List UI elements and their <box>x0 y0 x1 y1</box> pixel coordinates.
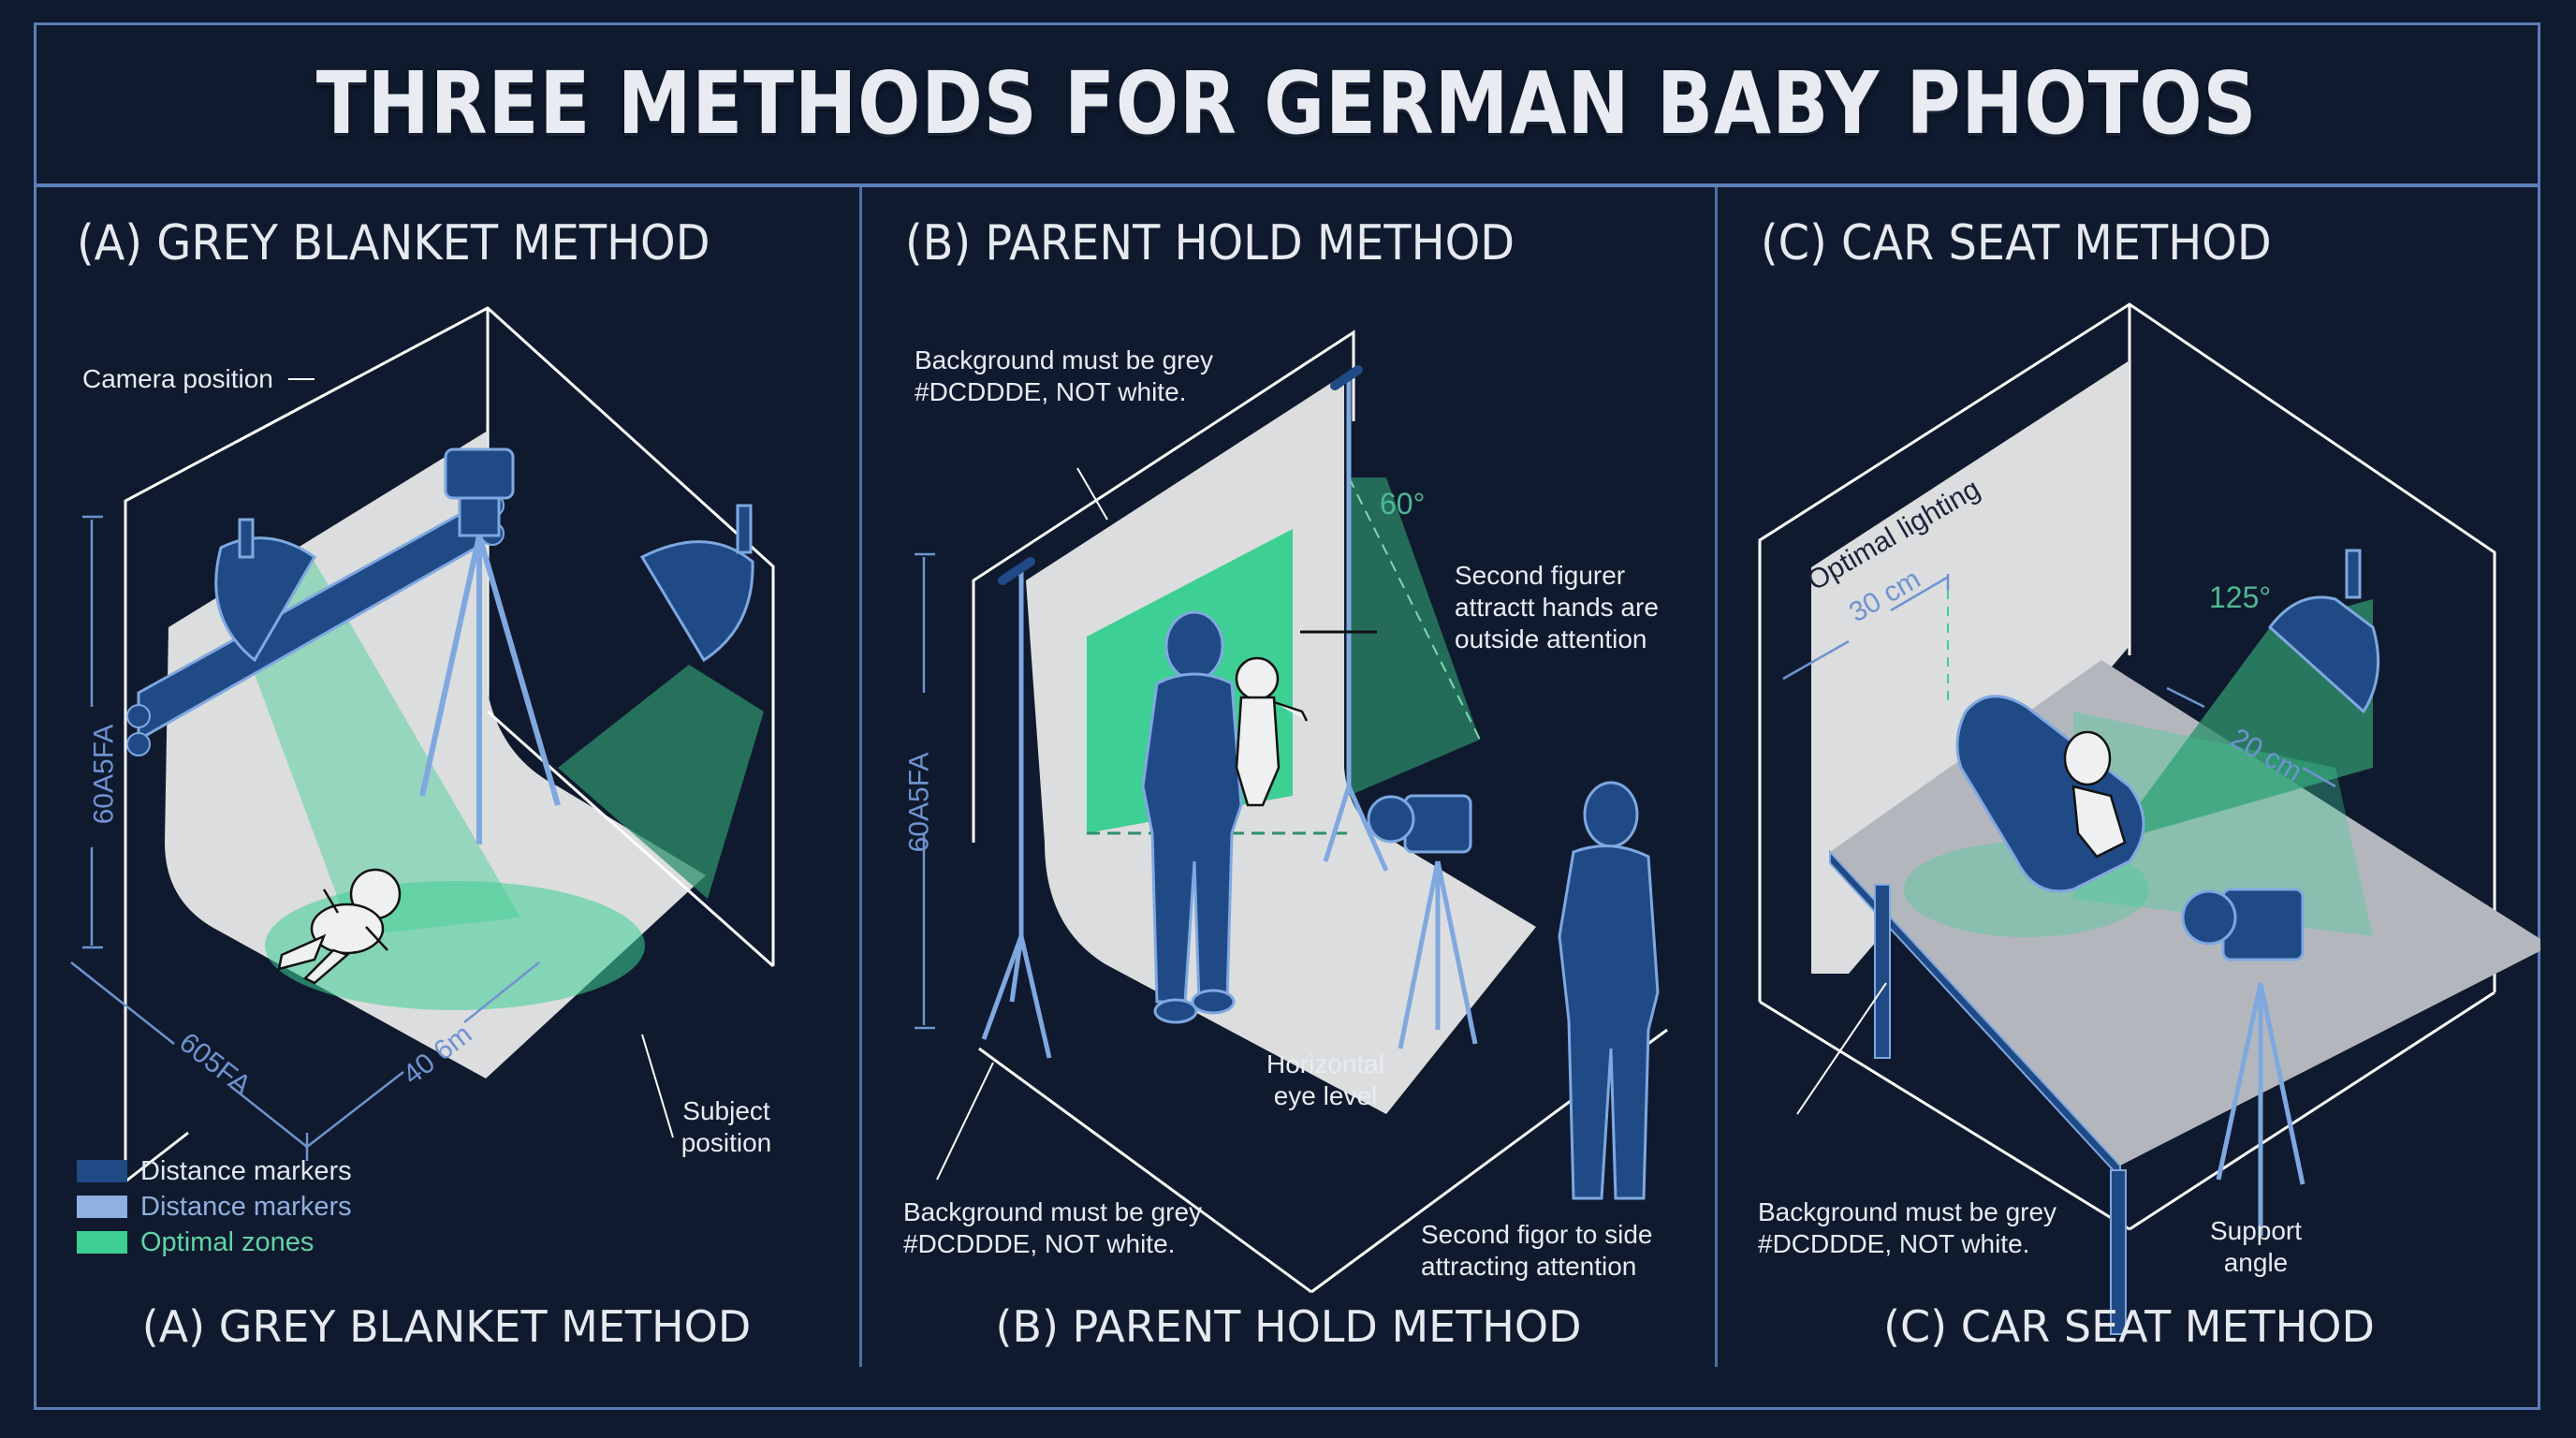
tripod-icon <box>2216 982 2305 1236</box>
second-figure-side-label: Second figor to side attracting attentio… <box>1421 1220 1653 1281</box>
angle-label: 60° <box>1380 487 1426 521</box>
main-title: THREE METHODS FOR GERMAN BABY PHOTOS <box>316 52 2258 154</box>
legend-item: Distance markers <box>77 1189 352 1225</box>
camera-position-label: Camera position <box>82 364 273 393</box>
legend-label: Distance markers <box>140 1155 352 1186</box>
backdrop-stand-right <box>1323 379 1389 873</box>
grey-blanket-illustration <box>70 306 775 1183</box>
panel-divider <box>1715 187 1718 1367</box>
baby-lying-icon <box>277 868 402 985</box>
panel-caption: (A) GREY BLANKET METHOD <box>141 1301 752 1352</box>
panel-grey-blanket: (A) GREY BLANKET METHOD <box>34 187 859 1410</box>
light-beam-right <box>558 665 764 899</box>
background-note-bottom: Background must be grey #DCDDDE, NOT whi… <box>903 1197 1203 1258</box>
parent-figure-icon <box>1141 610 1243 1024</box>
background-note-top: Background must be grey #DCDDDE, NOT whi… <box>915 345 1214 406</box>
legend-swatch-light-blue <box>77 1196 127 1218</box>
tripod-icon <box>1398 860 1478 1049</box>
panel-parent-hold: (B) PARENT HOLD METHOD <box>862 187 1715 1410</box>
legend-item: Optimal zones <box>77 1225 352 1260</box>
panel-caption: (B) PARENT HOLD METHOD <box>995 1301 1582 1352</box>
panel-car-seat: (C) CAR SEAT METHOD <box>1718 187 2540 1410</box>
support-angle-label: Support angle <box>2209 1216 2303 1277</box>
legend: Distance markers Distance markers Optima… <box>77 1153 352 1260</box>
tripod-icon <box>419 535 561 844</box>
outer-frame <box>34 22 2540 1410</box>
title-bar: THREE METHODS FOR GERMAN BABY PHOTOS <box>34 22 2540 187</box>
light-beam <box>1349 477 1480 796</box>
parent-hold-illustration <box>915 330 1668 1294</box>
second-figure-hands-label: Second figurer attractt hands are outsid… <box>1455 561 1659 653</box>
subject-position-label: Subject position <box>681 1096 772 1157</box>
panel-title: (C) CAR SEAT METHOD <box>1761 215 2272 271</box>
height-dimension-label: 60A5FA <box>88 724 120 825</box>
car-seat-illustration <box>1758 302 2540 1335</box>
spotlight-icon <box>2267 549 2380 714</box>
legend-swatch-green <box>77 1231 127 1254</box>
backdrop-stand-left <box>981 571 1052 1059</box>
eye-level-label: Horizontal eye level <box>1266 1049 1385 1110</box>
seated-baby-icon <box>2063 730 2127 858</box>
legend-label: Optimal zones <box>140 1226 315 1257</box>
legend-swatch-dark-blue <box>77 1160 127 1182</box>
softbox-right-icon <box>639 504 754 663</box>
overhead-camera-icon <box>444 448 515 537</box>
legend-label: Distance markers <box>140 1191 352 1222</box>
held-baby-icon <box>1235 656 1309 807</box>
panel-divider <box>859 187 862 1367</box>
panel-title: (A) GREY BLANKET METHOD <box>77 215 710 271</box>
softbox-left-icon <box>214 518 316 663</box>
height-dimension <box>82 515 103 949</box>
camera-icon <box>2181 888 2305 961</box>
second-figure-icon <box>1558 781 1660 1200</box>
light-beam-left <box>230 562 520 936</box>
background-note-bottom: Background must be grey #DCDDDE, NOT whi… <box>1758 1197 2057 1258</box>
table-legs <box>1874 884 2127 1335</box>
panel-title: (B) PARENT HOLD METHOD <box>905 215 1515 271</box>
angle-label: 125° <box>2209 580 2272 614</box>
legend-item: Distance markers <box>77 1153 352 1189</box>
panel-caption: (C) CAR SEAT METHOD <box>1883 1301 2375 1352</box>
camera-icon <box>1367 794 1472 854</box>
floor-dimensions <box>70 961 540 1161</box>
height-dimension-label: 60A5FA <box>903 752 935 853</box>
